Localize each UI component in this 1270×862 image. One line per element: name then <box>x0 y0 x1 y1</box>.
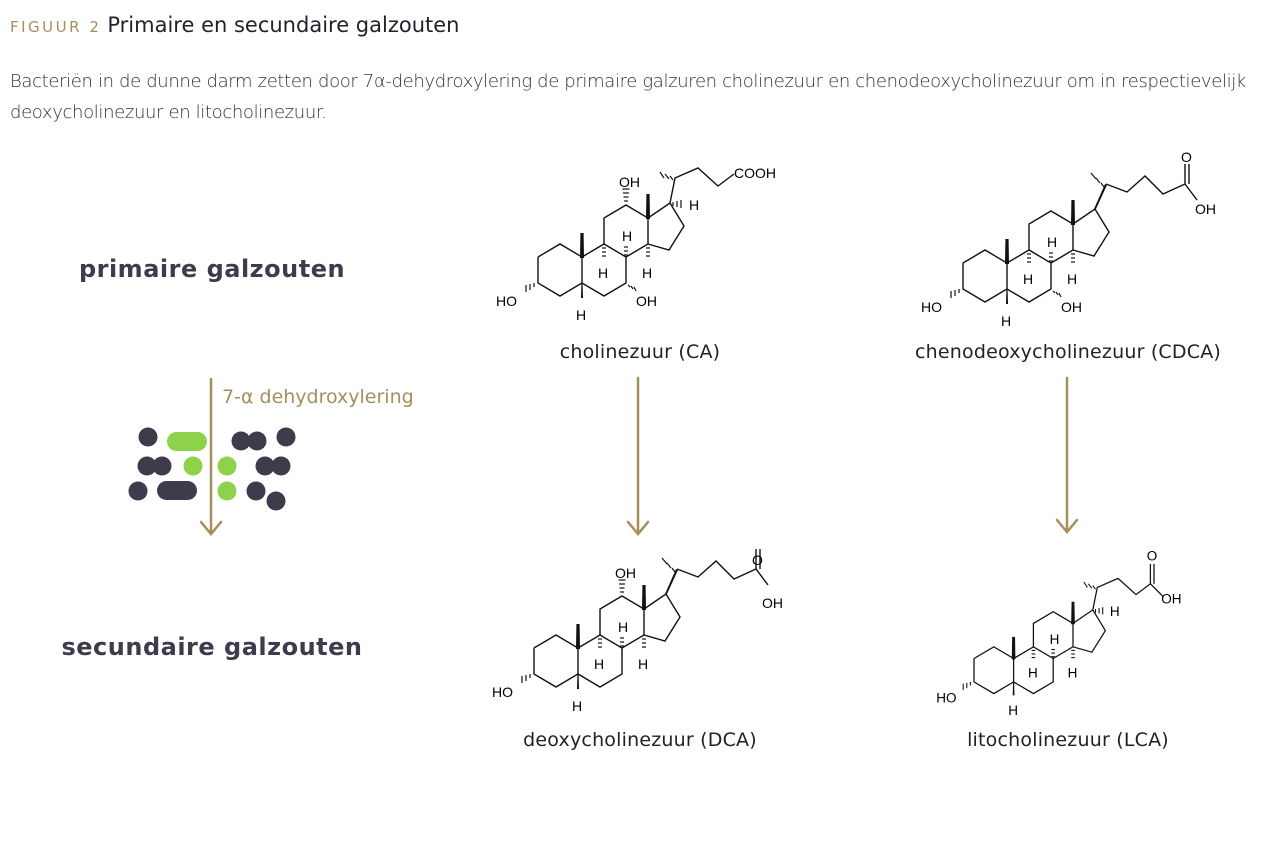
bacteria-icon <box>128 427 296 511</box>
dca-name: deoxycholinezuur (DCA) <box>523 729 757 751</box>
figure-header: FIGUUR 2 Primaire en secundaire galzouten <box>10 2 459 40</box>
dca-oh12: OH <box>615 565 636 581</box>
ca-structure: OH H COOH H H H HO OH H <box>496 165 776 323</box>
ca-h14: H <box>642 265 652 281</box>
cdca-h14: H <box>1067 271 1077 287</box>
ca-h17: H <box>689 197 699 213</box>
cdca-name: chenodeoxycholinezuur (CDCA) <box>914 341 1222 363</box>
dca-h9: H <box>594 656 604 672</box>
ca-oh3: HO <box>496 293 517 309</box>
cdca-oh3: HO <box>921 299 942 315</box>
process-label: 7-α dehydroxylering <box>222 386 414 408</box>
arrow-process <box>199 377 223 536</box>
primary-label: primaire galzouten <box>78 255 346 283</box>
lca-h14: H <box>1068 665 1078 680</box>
dca-acid-oh: OH <box>762 595 783 611</box>
dca-h14: H <box>638 656 648 672</box>
cdca-h9: H <box>1023 271 1033 287</box>
ca-h8: H <box>622 228 632 244</box>
ca-acid: COOH <box>734 165 776 181</box>
secondary-label: secundaire galzouten <box>61 633 363 661</box>
lca-h17: H <box>1110 604 1120 619</box>
cdca-h5: H <box>1001 313 1011 329</box>
ca-oh7: OH <box>636 293 657 309</box>
cdca-h8: H <box>1047 234 1057 250</box>
lca-structure: O OH H H H H HO H <box>936 548 1181 718</box>
lca-h9: H <box>1028 665 1038 680</box>
arrow-ca-to-dca <box>626 376 650 536</box>
lca-oh3: HO <box>936 691 956 706</box>
intro-text: Bacteriën in de dunne darm zetten door 7… <box>10 71 1246 123</box>
cdca-acid-oh: OH <box>1195 201 1216 217</box>
ca-name: cholinezuur (CA) <box>559 341 721 363</box>
lca-h5: H <box>1008 703 1018 718</box>
dca-structure: OH O OH H H H HO H <box>492 549 783 714</box>
lca-acid-oh: OH <box>1161 592 1181 607</box>
cdca-acid-o: O <box>1181 149 1192 165</box>
ca-oh12: OH <box>619 174 640 190</box>
dca-h8: H <box>618 619 628 635</box>
dca-h5: H <box>572 698 582 714</box>
ca-h5: H <box>576 307 586 323</box>
dca-oh3: HO <box>492 684 513 700</box>
figure-title: Primaire en secundaire galzouten <box>107 13 460 37</box>
cdca-structure: O OH H H H HO OH H <box>921 149 1216 329</box>
lca-name: litocholinezuur (LCA) <box>967 729 1169 751</box>
lca-acid-o: O <box>1147 548 1158 563</box>
cdca-oh7: OH <box>1061 299 1082 315</box>
figure-label: FIGUUR 2 <box>10 18 102 36</box>
ca-h9: H <box>598 265 608 281</box>
dca-acid-o: O <box>752 552 763 568</box>
lca-h8: H <box>1050 632 1060 647</box>
arrow-cdca-to-lca <box>1055 376 1079 534</box>
